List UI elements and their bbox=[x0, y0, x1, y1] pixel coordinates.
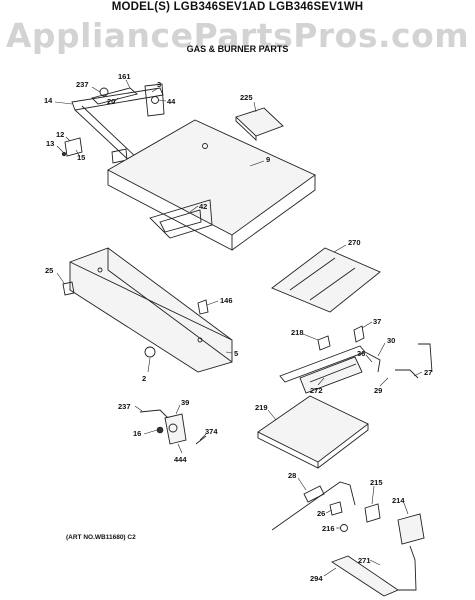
callout-12: 12 bbox=[56, 130, 64, 139]
callout-15: 15 bbox=[77, 153, 85, 162]
callout-14: 14 bbox=[44, 96, 53, 105]
callout-36: 36 bbox=[357, 349, 365, 358]
callout-39: 39 bbox=[181, 398, 189, 407]
callout-9: 9 bbox=[266, 155, 270, 164]
plate-225 bbox=[235, 107, 284, 142]
manifold-panel bbox=[69, 247, 233, 373]
callout-13: 13 bbox=[46, 139, 54, 148]
callout-218: 218 bbox=[291, 328, 304, 337]
burner-box bbox=[107, 119, 316, 251]
valve-assembly bbox=[139, 409, 207, 445]
callout-27: 27 bbox=[424, 368, 432, 377]
callout-374: 374 bbox=[205, 427, 218, 436]
callout-294: 294 bbox=[310, 574, 323, 583]
callout-16: 16 bbox=[133, 429, 141, 438]
callout-labels: 237 161 3 14 20 44 12 13 15 225 9 42 270… bbox=[44, 72, 432, 583]
callout-26: 26 bbox=[317, 509, 325, 518]
baffle-270 bbox=[271, 247, 381, 313]
callout-270: 270 bbox=[348, 238, 361, 247]
callout-30: 30 bbox=[387, 336, 395, 345]
leader-lines bbox=[54, 79, 423, 577]
callout-237-valve: 237 bbox=[118, 402, 131, 411]
grommet-2 bbox=[144, 346, 156, 358]
callout-42: 42 bbox=[199, 202, 207, 211]
plate-219 bbox=[257, 395, 369, 469]
callout-272: 272 bbox=[310, 386, 323, 395]
callout-28: 28 bbox=[288, 471, 296, 480]
callout-146: 146 bbox=[220, 296, 233, 305]
diagram-subtitle: GAS & BURNER PARTS bbox=[186, 44, 289, 54]
callout-29: 29 bbox=[374, 386, 382, 395]
callout-215: 215 bbox=[370, 478, 383, 487]
callout-25: 25 bbox=[45, 266, 53, 275]
callout-3: 3 bbox=[157, 80, 161, 89]
broil-burner-assembly bbox=[279, 325, 433, 394]
callout-44: 44 bbox=[167, 97, 176, 106]
art-number: (ART NO.WB11680) C2 bbox=[66, 534, 136, 541]
callout-444: 444 bbox=[174, 455, 187, 464]
gas-tubing bbox=[271, 481, 425, 597]
callout-216: 216 bbox=[322, 524, 335, 533]
callout-225: 225 bbox=[240, 93, 253, 102]
callout-37: 37 bbox=[373, 317, 381, 326]
callout-20: 20 bbox=[107, 97, 115, 106]
callout-219: 219 bbox=[255, 403, 268, 412]
callout-2: 2 bbox=[142, 374, 146, 383]
callout-161: 161 bbox=[118, 72, 131, 81]
callout-214: 214 bbox=[392, 496, 405, 505]
callout-237: 237 bbox=[76, 80, 89, 89]
callout-5: 5 bbox=[234, 349, 238, 358]
model-line: MODEL(S) LGB346SEV1AD LGB346SEV1WH bbox=[111, 1, 364, 13]
watermark: AppliancePartsPros.com bbox=[5, 16, 470, 55]
bracket-146 bbox=[197, 299, 209, 315]
callout-271: 271 bbox=[358, 556, 371, 565]
clip-25 bbox=[62, 281, 75, 296]
